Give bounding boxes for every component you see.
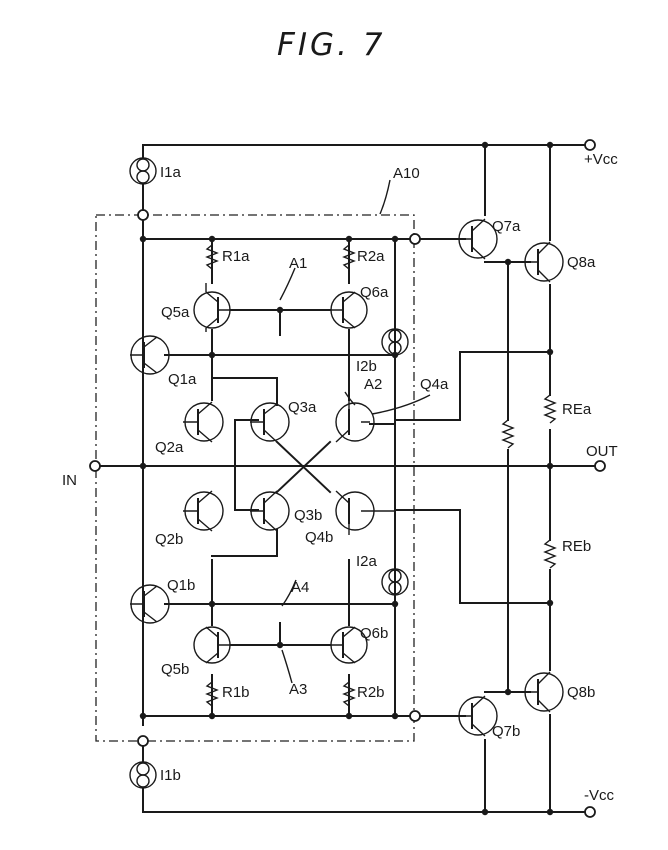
transistor-q7a <box>458 218 498 260</box>
current-source-i1a <box>129 144 157 211</box>
resistor-rea <box>543 394 557 424</box>
transistor-q5b-label: Q5b <box>161 661 189 678</box>
transistor-q5b <box>193 626 231 664</box>
source-i1a-label: I1a <box>160 164 182 181</box>
current-source-i2b <box>381 328 409 356</box>
transistor-q2b <box>183 490 224 532</box>
resistor-reb-label: REb <box>562 538 591 555</box>
resistor-r1b-label: R1b <box>222 684 250 701</box>
transistor-q2a <box>183 401 224 443</box>
node-a10-bottom <box>137 735 149 747</box>
transistor-q8a-label: Q8a <box>567 254 596 271</box>
junction-dots <box>139 141 554 816</box>
transistor-q3b <box>250 490 290 532</box>
block-a3-label: A3 <box>289 681 307 698</box>
block-a10-label: A10 <box>393 165 420 182</box>
block-a10-outline <box>95 214 415 742</box>
transistor-q1b <box>130 584 170 624</box>
transistor-q4a-label: Q4a <box>420 376 449 393</box>
in-label: IN <box>62 472 77 489</box>
transistor-q8a <box>524 241 564 283</box>
out-label: OUT <box>586 443 618 460</box>
vcc-neg-label: -Vcc <box>584 787 615 804</box>
transistor-q7b-label: Q7b <box>492 723 520 740</box>
current-source-i1b <box>129 745 157 813</box>
node-q7b-base <box>409 710 421 722</box>
vcc-pos-terminal <box>584 139 596 151</box>
transistor-q7b <box>458 695 498 737</box>
resistor-rea-label: REa <box>562 401 592 418</box>
transistor-q3b-label: Q3b <box>294 507 322 524</box>
transistor-q1b-label: Q1b <box>167 577 195 594</box>
transistor-q3a-label: Q3a <box>288 399 317 416</box>
resistor-reb <box>543 539 557 569</box>
resistor-r2b-label: R2b <box>357 684 385 701</box>
resistor-r1a-label: R1a <box>222 248 250 265</box>
transistor-q4b-label: Q4b <box>305 529 333 546</box>
block-a1-label: A1 <box>289 255 307 272</box>
resistor-r2b <box>342 681 356 707</box>
transistor-q4a <box>335 400 375 443</box>
transistor-q1a <box>130 335 170 375</box>
source-i1b-label: I1b <box>160 767 181 784</box>
transistor-q6b-label: Q6b <box>360 625 388 642</box>
transistor-q2b-label: Q2b <box>155 531 183 548</box>
figure-title: FIG. 7 <box>277 27 385 63</box>
block-a4-label: A4 <box>291 579 309 596</box>
source-i2a-label: I2a <box>356 553 378 570</box>
resistor-r2a-label: R2a <box>357 248 385 265</box>
current-source-i2a <box>381 568 409 596</box>
input-terminal <box>89 460 101 472</box>
node-a10-top <box>137 209 149 221</box>
block-a2-label: A2 <box>364 376 382 393</box>
vcc-neg-terminal <box>584 806 596 818</box>
leader-lines <box>279 179 431 684</box>
output-terminal <box>594 460 606 472</box>
transistor-q8b <box>524 671 564 713</box>
resistor-r1a <box>205 244 219 270</box>
resistor-r1b <box>205 681 219 707</box>
transistor-q7a-label: Q7a <box>492 218 521 235</box>
resistor-bias <box>501 419 515 449</box>
transistor-q2a-label: Q2a <box>155 439 184 456</box>
vcc-pos-label: +Vcc <box>584 151 618 168</box>
transistor-q1a-label: Q1a <box>168 371 197 388</box>
source-i2b-label: I2b <box>356 358 377 375</box>
transistor-q6a <box>330 291 368 329</box>
transistor-q6a-label: Q6a <box>360 284 389 301</box>
transistor-q3a <box>250 402 290 443</box>
transistor-q6b <box>330 626 368 664</box>
transistor-q5a-label: Q5a <box>161 304 190 321</box>
supply-rails <box>142 144 591 813</box>
transistor-q8b-label: Q8b <box>567 684 595 701</box>
resistor-r2a <box>342 244 356 270</box>
transistor-q4b <box>335 490 395 535</box>
node-q7a-base <box>409 233 421 245</box>
transistor-q5a <box>193 283 231 332</box>
internal-wiring <box>100 144 601 813</box>
